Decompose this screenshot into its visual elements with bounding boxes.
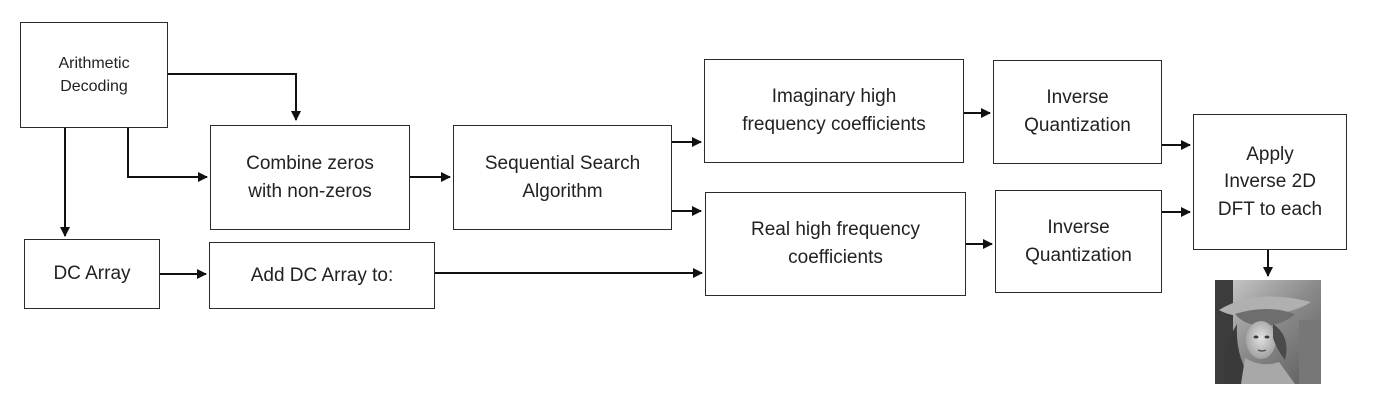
apply-inverse-dft-box: Apply Inverse 2D DFT to each [1193,114,1347,250]
sequential-search-label: Sequential Search Algorithm [484,152,641,202]
grayscale-portrait-image-icon [1215,280,1321,384]
combine-zeros-box: Combine zeros with non-zeros [210,125,410,230]
edge-arith-to-combine-top [168,73,301,121]
sequential-search-box: Sequential Search Algorithm [453,125,672,230]
real-coefficients-label: Real high frequency coefficients [751,219,920,268]
dc-array-label: DC Array [53,263,131,285]
inverse-quantization-top-label: Inverse Quantization [1024,87,1131,136]
add-dc-array-box: Add DC Array to: [209,242,435,309]
portrait-image-graphic [1215,280,1321,384]
arithmetic-decoding-box: Arithmetic Decoding [20,22,168,128]
arithmetic-decoding-label: Arithmetic Decoding [58,54,130,95]
inverse-quantization-top-box: Inverse Quantization [993,60,1162,164]
apply-inverse-dft-label: Apply Inverse 2D DFT to each [1217,143,1323,220]
combine-zeros-label: Combine zeros with non-zeros [246,152,374,202]
imaginary-coefficients-label: Imaginary high frequency coefficients [742,86,926,135]
imaginary-coefficients-box: Imaginary high frequency coefficients [704,59,964,163]
edge-arith-to-combine-side [127,128,208,182]
add-dc-array-label: Add DC Array to: [250,264,394,286]
real-coefficients-box: Real high frequency coefficients [705,192,966,296]
inverse-quantization-bottom-label: Inverse Quantization [1025,216,1132,266]
dc-array-box: DC Array [24,239,160,309]
inverse-quantization-bottom-box: Inverse Quantization [995,190,1162,293]
